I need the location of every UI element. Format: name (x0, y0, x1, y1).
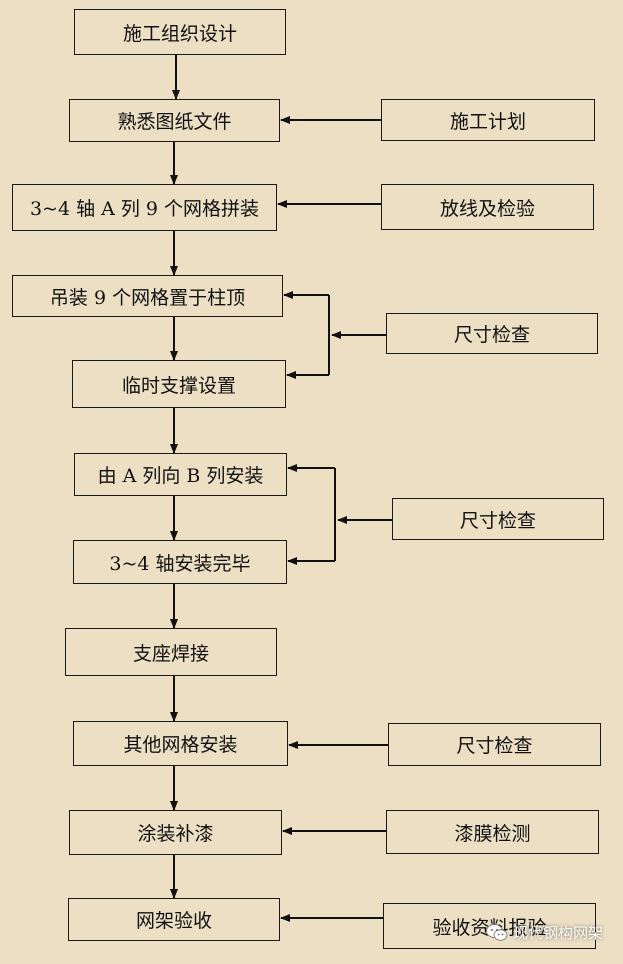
input-size-check-2: 尺寸检查 (392, 498, 604, 540)
input-label: 尺寸检查 (453, 324, 530, 346)
step-label: 3~4 轴安装完毕 (109, 552, 251, 575)
step-paint-touchup: 涂装补漆 (69, 810, 282, 855)
step-grid-assembly: 3~4 轴 A 列 9 个网格拼装 (12, 184, 277, 231)
input-paint-film-test: 漆膜检测 (386, 810, 599, 854)
step-label: 涂装补漆 (137, 823, 214, 845)
step-label: 支座焊接 (132, 642, 209, 665)
input-label: 尺寸检查 (456, 735, 533, 757)
input-setout-inspection: 放线及检验 (381, 184, 594, 230)
step-label: 由 A 列向 B 列安装 (97, 465, 264, 487)
step-label: 3~4 轴 A 列 9 个网格拼装 (29, 198, 260, 220)
watermark-text: 现代钢构网架 (513, 924, 604, 942)
step-label: 施工组织设计 (122, 22, 237, 45)
step-hoist-grids: 吊装 9 个网格置于柱顶 (12, 275, 283, 317)
step-support-welding: 支座焊接 (65, 628, 277, 676)
input-size-check-1: 尺寸检查 (386, 313, 598, 354)
step-other-grid-install: 其他网格安装 (73, 721, 288, 766)
input-label: 施工计划 (449, 110, 526, 133)
step-label: 其他网格安装 (123, 734, 238, 756)
input-label: 漆膜检测 (454, 822, 531, 845)
input-size-check-3: 尺寸检查 (388, 723, 601, 766)
step-install-complete: 3~4 轴安装完毕 (73, 540, 287, 584)
step-label: 网架验收 (135, 910, 212, 932)
step-temporary-support: 临时支撑设置 (72, 360, 286, 408)
step-label: 吊装 9 个网格置于柱顶 (49, 286, 246, 309)
watermark: 现代钢构网架 (486, 922, 603, 943)
step-familiarize-drawings: 熟悉图纸文件 (69, 99, 280, 142)
step-acceptance: 网架验收 (68, 898, 280, 941)
wechat-icon (486, 924, 508, 941)
input-label: 放线及检验 (439, 197, 535, 220)
step-label: 临时支撑设置 (121, 374, 236, 397)
step-construction-design: 施工组织设计 (74, 9, 286, 55)
step-label: 熟悉图纸文件 (117, 111, 232, 133)
step-install-a-to-b: 由 A 列向 B 列安装 (74, 453, 287, 496)
input-construction-plan: 施工计划 (381, 99, 595, 141)
input-label: 尺寸检查 (459, 509, 536, 532)
